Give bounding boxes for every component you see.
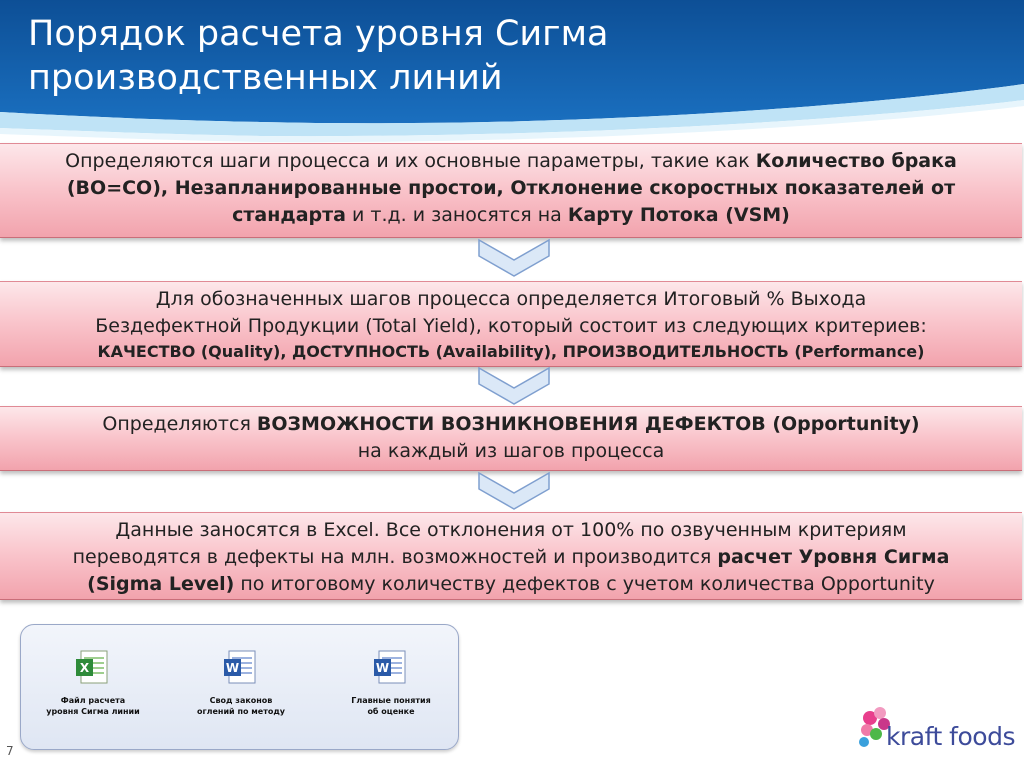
word-file-icon[interactable]: W (223, 649, 259, 685)
file-excel-sigma-calc[interactable]: X Файл расчета уровня Сигма линии (23, 649, 163, 717)
step2-line-1: Для обозначенных шагов процесса определя… (155, 288, 867, 310)
word-file-icon[interactable]: W (373, 649, 409, 685)
kraft-foods-logo: kraft foods (858, 704, 1024, 758)
svg-text:W: W (226, 661, 239, 675)
step3-line-1: Определяются ВОЗМОЖНОСТИ ВОЗНИКНОВЕНИЯ Д… (14, 411, 1008, 438)
page-title: Порядок расчета уровня Сигма производств… (28, 12, 988, 100)
step4-line-2: переводятся в дефекты на млн. возможност… (14, 544, 1008, 571)
title-line-2: производственных линий (28, 58, 503, 98)
file-label: Свод законов оглений по методу (196, 696, 286, 716)
page-number: 7 (6, 744, 14, 758)
attached-files-panel: X Файл расчета уровня Сигма линии W Свод… (20, 624, 459, 750)
chevron-down-icon (478, 238, 550, 277)
step3-bold: ВОЗМОЖНОСТИ ВОЗНИКНОВЕНИЯ ДЕФЕКТОВ (Oppo… (256, 413, 920, 435)
file-word-rules[interactable]: W Свод законов оглений по методу (171, 649, 311, 717)
file-word-concepts[interactable]: W Главные понятия об оценке (321, 649, 461, 717)
step2-line-2: Бездефектной Продукции (Total Yield), ко… (95, 315, 927, 337)
step1-text-bold-a: Количество брака (BO=CO), Незапланирован… (66, 150, 957, 226)
chevron-down-icon (478, 366, 550, 405)
step1-text-a: Определяются шаги процесса и их основные… (65, 150, 756, 172)
step4-line-1: Данные заносятся в Excel. Все отклонения… (115, 519, 907, 541)
process-step-2: Для обозначенных шагов процесса определя… (0, 281, 1022, 367)
svg-text:X: X (80, 661, 90, 675)
step2-criteria: КАЧЕСТВО (Quality), ДОСТУПНОСТЬ (Availab… (14, 340, 1008, 364)
step4-line2-bold: расчет Уровня Сигма (717, 546, 950, 568)
step4-line3-post: по итоговому количеству дефектов с учето… (234, 573, 935, 595)
header-wave-background (0, 0, 1024, 143)
excel-file-icon[interactable]: X (75, 649, 111, 685)
process-step-1: Определяются шаги процесса и их основные… (0, 143, 1022, 238)
svg-text:W: W (376, 661, 389, 675)
step4-line-3: (Sigma Level) по итоговому количеству де… (14, 571, 1008, 598)
step3-pre: Определяются (102, 413, 257, 435)
file-label: Файл расчета уровня Сигма линии (46, 696, 140, 716)
chevron-down-icon (478, 471, 550, 510)
logo-text: kraft foods (886, 722, 1015, 751)
title-line-1: Порядок расчета уровня Сигма (28, 14, 609, 54)
slide-header: Порядок расчета уровня Сигма производств… (0, 0, 1024, 150)
file-label: Главные понятия об оценке (351, 696, 431, 716)
process-step-4: Данные заносятся в Excel. Все отклонения… (0, 512, 1022, 600)
step1-text-b: и т.д. и заносятся на (345, 204, 568, 226)
step3-line-2: на каждый из шагов процесса (357, 440, 665, 462)
flower-logo-icon (859, 707, 890, 747)
step2-line-3: КАЧЕСТВО (Quality), ДОСТУПНОСТЬ (Availab… (97, 342, 925, 361)
process-step-3: Определяются ВОЗМОЖНОСТИ ВОЗНИКНОВЕНИЯ Д… (0, 406, 1022, 471)
step1-text-bold-b: Карту Потока (VSM) (567, 204, 790, 226)
step4-line2-pre: переводятся в дефекты на млн. возможност… (72, 546, 718, 568)
step4-line3-bold: (Sigma Level) (87, 573, 235, 595)
